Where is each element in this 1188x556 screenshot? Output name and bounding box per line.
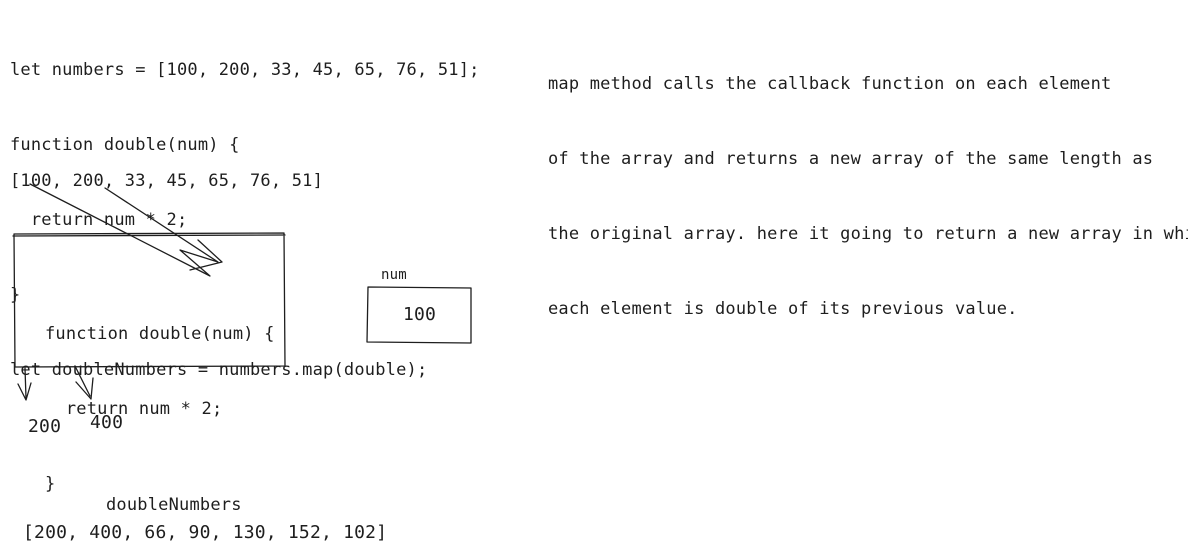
num-box-label: num [381,267,407,283]
explanation-line: of the array and returns a new array of … [548,149,1154,169]
code-line: let doubleNumbers = numbers.map(double); [10,360,428,380]
input-arrow-line [29,183,219,277]
function-box-outline [12,232,286,368]
output-value-1: 200 [28,416,62,437]
code-line: } [10,285,21,305]
explanation-line: each element is double of its previous v… [548,299,1018,319]
result-array: [200, 400, 66, 90, 130, 152, 102] [23,522,388,543]
num-box-outline [366,286,472,344]
input-array: [100, 200, 33, 45, 65, 76, 51] [10,171,324,191]
output-arrow-1 [17,367,32,401]
explanation-text: map method calls the callback function o… [548,22,1188,372]
explanation-line: map method calls the callback function o… [548,74,1112,94]
function-box-code: function double(num) { return num * 2; } [45,272,275,547]
function-box-line: return num * 2; [45,399,223,419]
function-box-line: function double(num) { [45,324,275,344]
num-box-value: 100 [402,304,437,325]
code-line: return num * 2; [10,210,188,230]
result-label: doubleNumbers [106,495,242,515]
function-box-line: } [45,474,56,494]
input-arrow-head [189,239,223,271]
code-line: function double(num) { [10,135,240,155]
output-arrow-2 [74,365,94,400]
explanation-line: the original array. here it going to ret… [548,224,1188,244]
output-value-2: 400 [90,412,124,433]
code-block: let numbers = [100, 200, 33, 45, 65, 76,… [10,8,480,433]
code-line: let numbers = [100, 200, 33, 45, 65, 76,… [10,60,480,80]
